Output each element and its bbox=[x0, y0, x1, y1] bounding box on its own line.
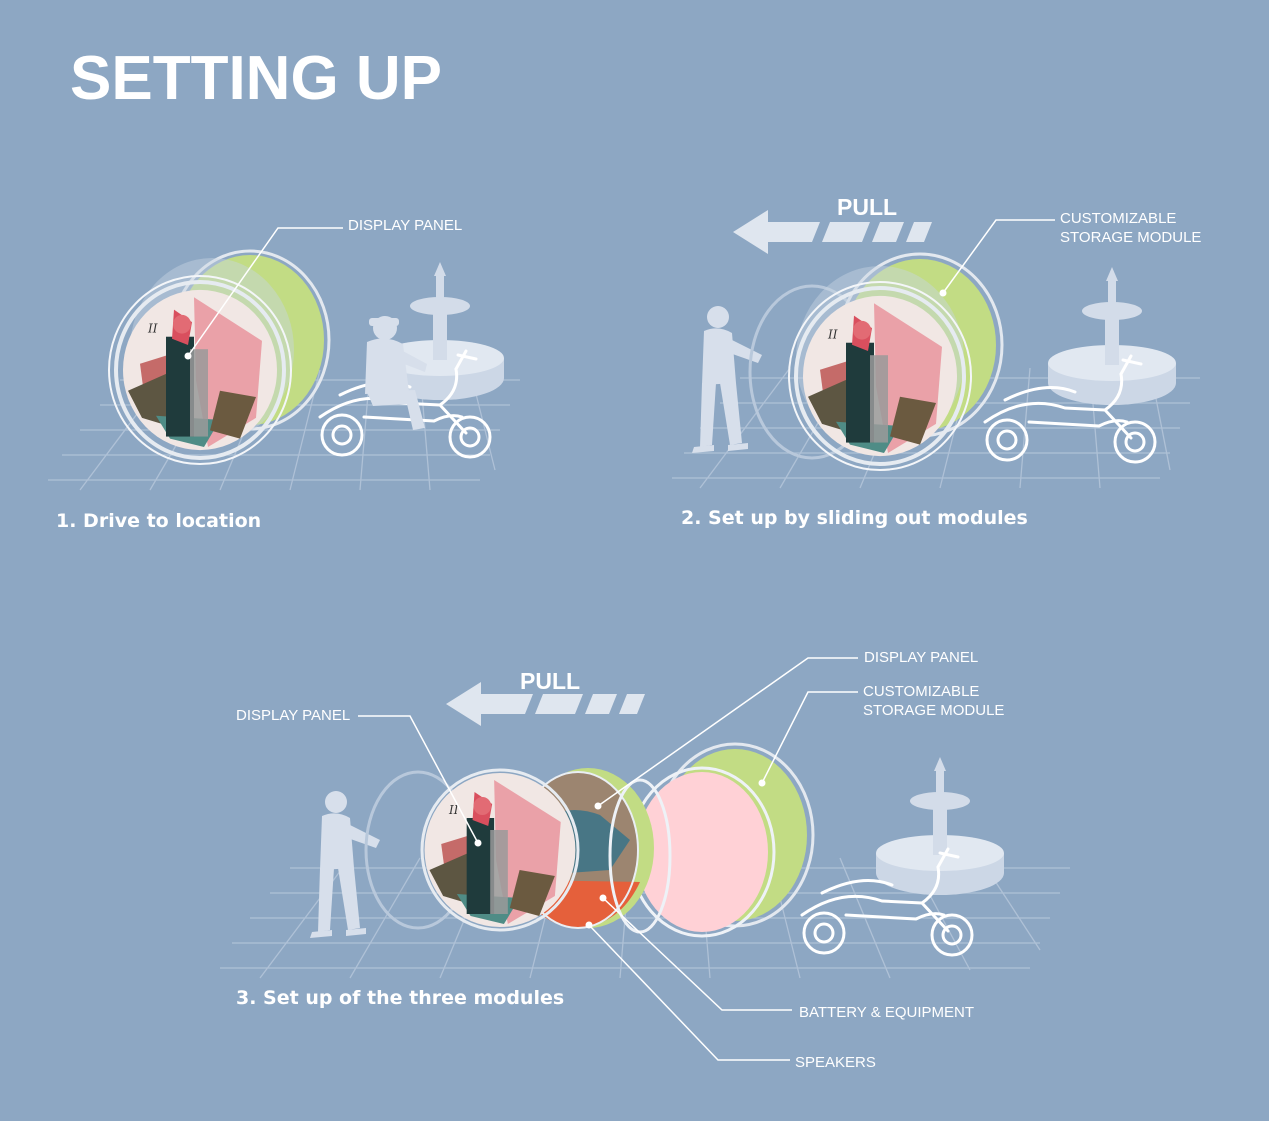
label-storage-line-1: CUSTOMIZABLE bbox=[863, 683, 980, 700]
pull-arrow-icon bbox=[733, 210, 932, 254]
leader-line bbox=[942, 219, 1055, 294]
page-title: SETTING UP bbox=[70, 44, 443, 113]
leader-line bbox=[602, 897, 792, 1011]
leader-line bbox=[358, 715, 479, 844]
panel-2-illustration bbox=[672, 210, 1200, 489]
label-display-panel-left: DISPLAY PANEL bbox=[236, 707, 351, 724]
label-speakers: SPEAKERS bbox=[795, 1054, 876, 1071]
step-2-caption: 2. Set up by sliding out modules bbox=[681, 507, 1028, 529]
leader-line bbox=[597, 657, 858, 807]
label-display-panel-right: DISPLAY PANEL bbox=[864, 649, 979, 666]
panel-3-illustration bbox=[220, 657, 1070, 1061]
person-icon bbox=[310, 791, 380, 938]
pull-label: PULL bbox=[837, 194, 898, 220]
label-storage-module: CUSTOMIZABLE STORAGE MODULE bbox=[863, 682, 1004, 720]
step-3-caption: 3. Set up of the three modules bbox=[236, 987, 565, 1009]
label-storage-line-2: STORAGE MODULE bbox=[1060, 229, 1202, 246]
display-panel bbox=[788, 281, 972, 471]
leader-line bbox=[187, 227, 343, 357]
display-panel bbox=[108, 275, 292, 465]
label-display-panel: DISPLAY PANEL bbox=[348, 217, 463, 234]
pull-arrow-icon bbox=[446, 682, 645, 726]
leader-line bbox=[761, 691, 858, 784]
pull-label: PULL bbox=[520, 668, 581, 694]
label-storage-line-2: STORAGE MODULE bbox=[863, 702, 1005, 719]
panel-1-illustration bbox=[48, 227, 520, 491]
display-panel bbox=[420, 768, 580, 932]
label-battery-equipment: BATTERY & EQUIPMENT bbox=[799, 1004, 975, 1021]
step-1-caption: 1. Drive to location bbox=[56, 510, 262, 532]
label-storage-line-1: CUSTOMIZABLE bbox=[1060, 210, 1177, 227]
label-storage-module: CUSTOMIZABLE STORAGE MODULE bbox=[1060, 209, 1201, 247]
fountain-icon bbox=[1048, 267, 1176, 405]
leader-line bbox=[588, 924, 790, 1061]
